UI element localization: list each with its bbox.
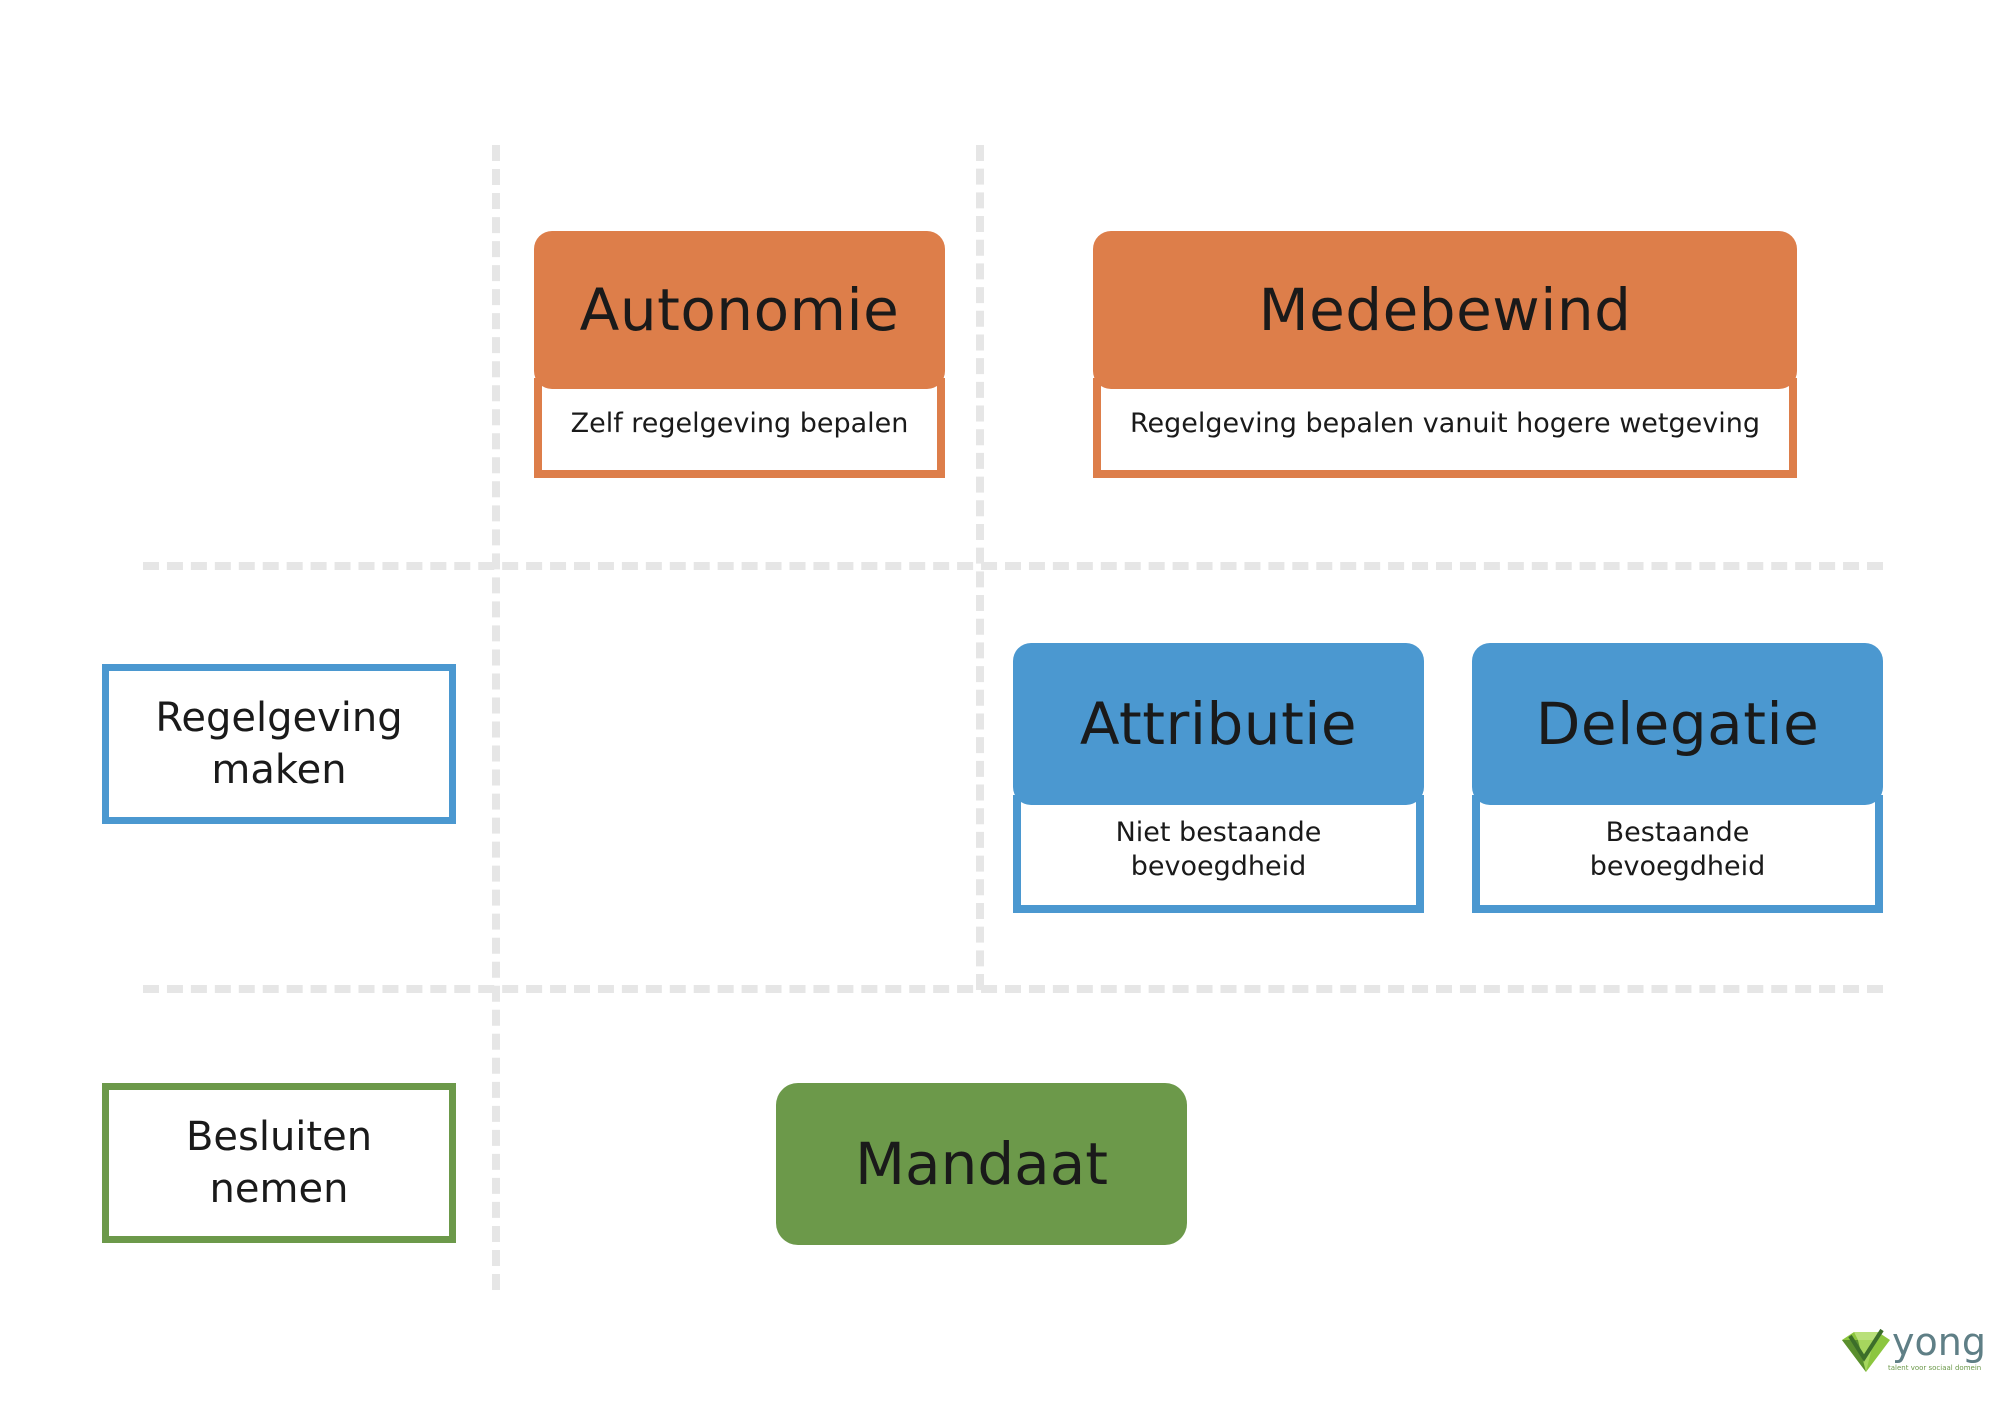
delegatie-title: Delegatie bbox=[1535, 690, 1820, 758]
medebewind-description-box: Regelgeving bepalen vanuit hogere wetgev… bbox=[1093, 378, 1797, 478]
attributie-description-line1: Niet bestaande bbox=[1115, 817, 1322, 848]
row-label-regelgeving-line2: maken bbox=[211, 747, 347, 793]
row-label-regelgeving-maken: Regelgeving maken bbox=[102, 664, 456, 824]
autonomie-description-box: Zelf regelgeving bepalen bbox=[534, 378, 945, 478]
medebewind-title: Medebewind bbox=[1258, 276, 1632, 344]
row-label-besluiten-line1: Besluiten bbox=[185, 1114, 373, 1160]
medebewind-description: Regelgeving bepalen vanuit hogere wetgev… bbox=[1130, 408, 1760, 439]
delegatie-header: Delegatie bbox=[1472, 643, 1883, 805]
delegatie-description-line1: Bestaande bbox=[1605, 817, 1750, 848]
delegatie-description-box: Bestaande bevoegdheid bbox=[1472, 795, 1883, 913]
autonomie-header: Autonomie bbox=[534, 231, 945, 389]
grid-horizontal-line-1 bbox=[143, 562, 1883, 570]
attributie-card: Niet bestaande bevoegdheid Attributie bbox=[1013, 643, 1424, 913]
attributie-description-line2: bevoegdheid bbox=[1130, 851, 1307, 882]
row-label-besluiten-nemen: Besluiten nemen bbox=[102, 1083, 456, 1243]
logo-wordmark: yong bbox=[1892, 1320, 1986, 1364]
logo-tagline: talent voor sociaal domein bbox=[1888, 1364, 1982, 1372]
mandaat-title: Mandaat bbox=[855, 1130, 1108, 1198]
medebewind-card: Regelgeving bepalen vanuit hogere wetgev… bbox=[1093, 231, 1797, 478]
mandaat-box: Mandaat bbox=[776, 1083, 1187, 1245]
row-label-besluiten-line2: nemen bbox=[209, 1166, 349, 1212]
autonomie-title: Autonomie bbox=[579, 276, 900, 344]
row-label-regelgeving-line1: Regelgeving bbox=[155, 695, 403, 741]
attributie-title: Attributie bbox=[1079, 690, 1358, 758]
attributie-description-box: Niet bestaande bevoegdheid bbox=[1013, 795, 1424, 913]
delegatie-description-line2: bevoegdheid bbox=[1589, 851, 1766, 882]
autonomie-description: Zelf regelgeving bepalen bbox=[570, 408, 909, 439]
grid-horizontal-line-2 bbox=[143, 985, 1883, 993]
yong-logo: yong talent voor sociaal domein bbox=[1840, 1320, 1986, 1382]
grid-vertical-line-1 bbox=[492, 145, 500, 1290]
diamond-logo-icon bbox=[1842, 1328, 1890, 1372]
attributie-header: Attributie bbox=[1013, 643, 1424, 805]
medebewind-header: Medebewind bbox=[1093, 231, 1797, 389]
autonomie-card: Zelf regelgeving bepalen Autonomie bbox=[534, 231, 945, 478]
delegatie-card: Bestaande bevoegdheid Delegatie bbox=[1472, 643, 1883, 913]
